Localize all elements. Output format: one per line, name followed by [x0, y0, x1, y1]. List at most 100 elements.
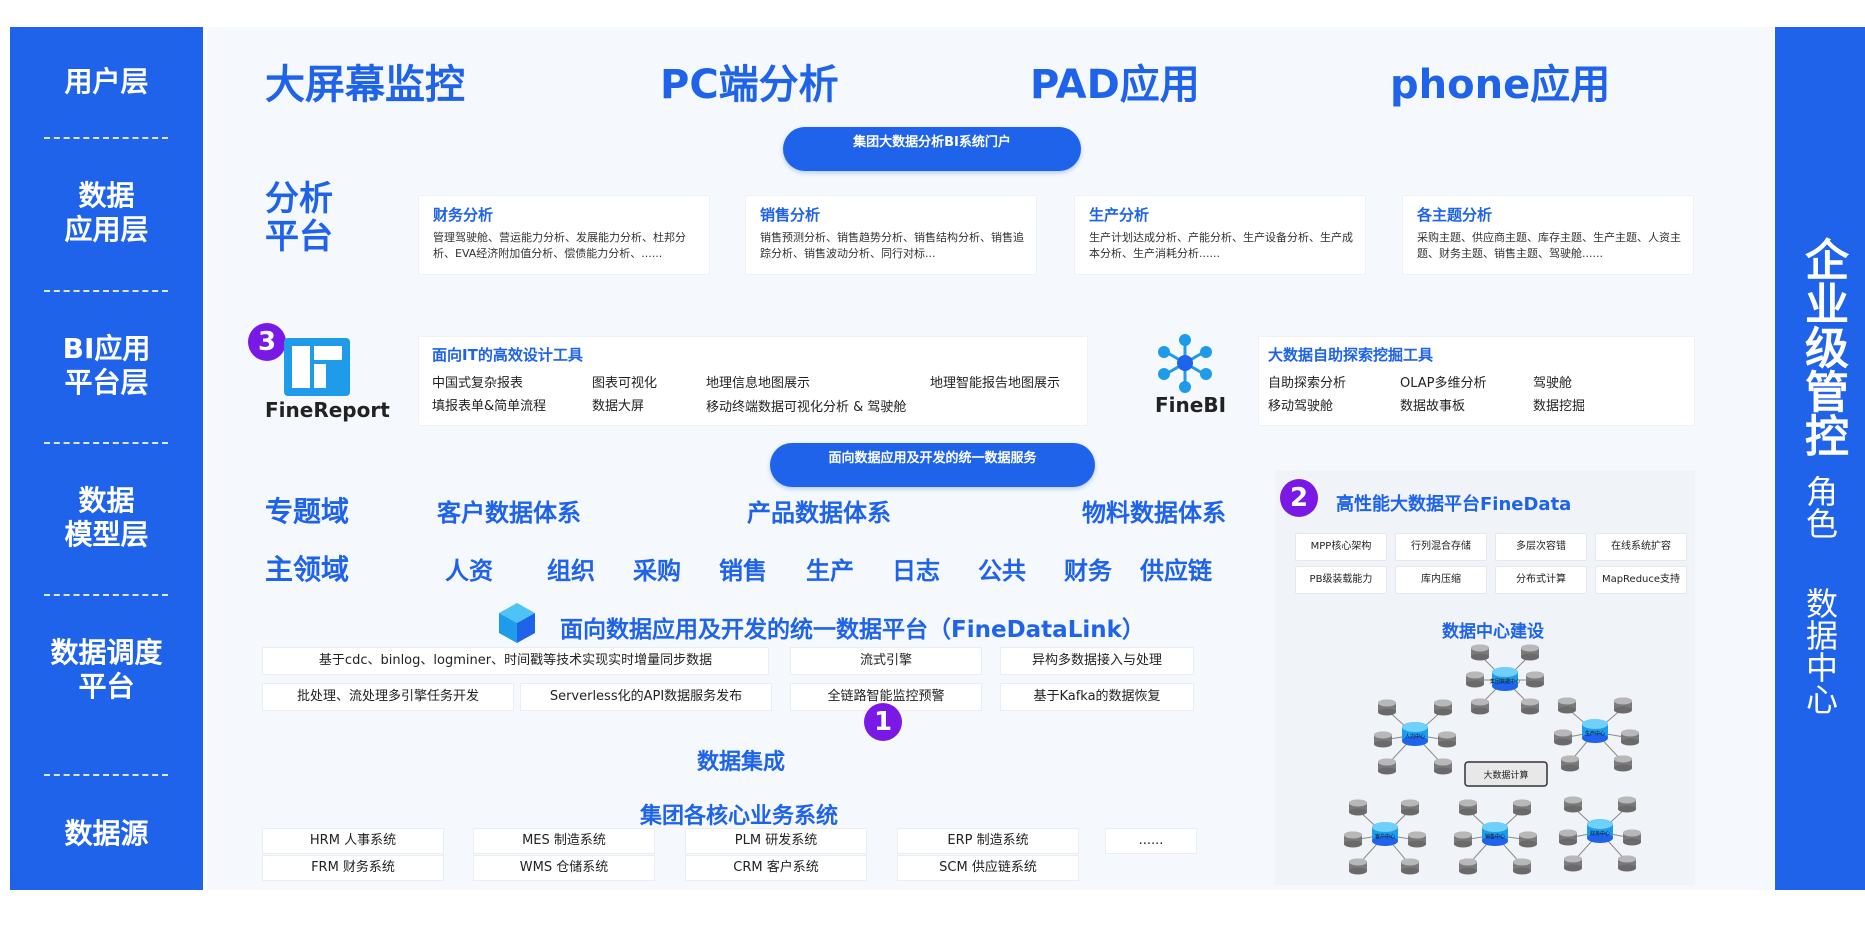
hub-label: 客户中心 [1375, 833, 1395, 840]
user-pc: PC端分析 [660, 62, 839, 108]
finereport-item: 图表可视化 [592, 376, 658, 391]
finebi-item: 数据挖掘 [1533, 399, 1586, 414]
topic-domain-label: 专题域 [265, 495, 350, 528]
finebi-box [1258, 336, 1695, 426]
finereport-title: 面向IT的高效设计工具 [432, 346, 583, 364]
fdl-feature: 流式引擎 [790, 647, 982, 675]
finereport-item: 中国式复杂报表 [432, 376, 524, 391]
finebi-item: 自助探索分析 [1268, 376, 1347, 391]
analysis-label: 分析 平台 [265, 179, 333, 257]
finebi-item: 数据故事板 [1400, 399, 1466, 414]
finedata-title: 高性能大数据平台FineData [1336, 494, 1572, 515]
main-domain-label: 主领域 [265, 553, 350, 586]
finebi-title: 大数据自助探索挖掘工具 [1268, 346, 1434, 364]
finedata-feature: PB级装载能力 [1295, 566, 1387, 594]
divider [44, 594, 168, 596]
source-system: HRM 人事系统 [262, 828, 444, 854]
source-system: ERP 制造系统 [897, 828, 1079, 854]
finebi-item: OLAP多维分析 [1400, 376, 1487, 391]
layer-column: 用户层 数据 应用层 BI应用 平台层 数据 模型层 数据调度 平台 数据源 [10, 27, 203, 890]
layer-data-source: 数据源 [64, 817, 149, 850]
domain-item: 生产 [806, 557, 854, 585]
domain-item: 销售 [719, 557, 767, 585]
fdl-feature: Serverless化的API数据服务发布 [520, 683, 772, 711]
data-integration: 数据集成 [697, 750, 786, 775]
card-title: 销售分析 [760, 206, 821, 224]
hub-label: 财务中心 [1590, 830, 1610, 837]
control-title: 企业级管控 [1797, 237, 1848, 457]
layer-scheduling: 数据调度 平台 [50, 636, 163, 703]
finereport-item: 地理信息地图展示 [706, 376, 811, 391]
source-system: SCM 供应链系统 [897, 855, 1079, 881]
hub-label: 销售中心 [1485, 833, 1505, 840]
finereport-logo-icon [284, 338, 350, 396]
card-desc: 管理驾驶舱、营运能力分析、发展能力分析、杜邦分析、EVA经济附加值分析、偿债能力… [433, 231, 686, 260]
finedata-feature: 行列混合存储 [1395, 533, 1487, 561]
badge-3: 3 [248, 323, 286, 361]
badge-2: 2 [1280, 479, 1318, 517]
finedata-feature: 库内压缩 [1395, 566, 1487, 594]
source-title: 集团各核心业务系统 [640, 804, 839, 829]
domain-item: 日志 [892, 557, 940, 585]
divider [44, 290, 168, 292]
source-system: CRM 客户系统 [685, 855, 867, 881]
card-desc: 采购主题、供应商主题、库存主题、生产主题、人资主题、财务主题、销售主题、驾驶舱.… [1417, 231, 1681, 260]
user-big-screen: 大屏幕监控 [265, 62, 465, 108]
source-system: WMS 仓储系统 [473, 855, 655, 881]
card-title: 财务分析 [433, 206, 494, 224]
dc-title: 数据中心建设 [1442, 622, 1544, 642]
hub-label: 人力中心 [1405, 733, 1425, 740]
analysis-card: 财务分析 管理驾驶舱、营运能力分析、发展能力分析、杜邦分析、EVA经济附加值分析… [418, 195, 710, 275]
source-system: FRM 财务系统 [262, 855, 444, 881]
finebi-item: 移动驾驶舱 [1268, 399, 1334, 414]
card-title: 各主题分析 [1417, 206, 1493, 224]
portal-pill: 集团大数据分析BI系统门户 [783, 127, 1081, 171]
source-system: MES 制造系统 [473, 828, 655, 854]
analysis-card: 各主题分析 采购主题、供应商主题、库存主题、生产主题、人资主题、财务主题、销售主… [1402, 195, 1694, 275]
finereport-item: 填报表单&简单流程 [432, 399, 547, 414]
topic-item: 客户数据体系 [437, 499, 581, 527]
domain-item: 采购 [633, 557, 681, 585]
finebi-logo-icon [1158, 334, 1212, 393]
topic-item: 产品数据体系 [747, 499, 891, 527]
hub-label: 生产中心 [1585, 730, 1605, 737]
divider [44, 137, 168, 139]
control-datacenter: 数据中心 [1801, 587, 1839, 715]
finedata-feature: 多层次容错 [1495, 533, 1587, 561]
fdl-feature: 基于Kafka的数据恢复 [1000, 683, 1194, 711]
compute-box-label: 大数据计算 [1483, 769, 1528, 781]
fdl-feature: 异构多数据接入与处理 [1000, 647, 1194, 675]
layer-bi-platform: BI应用 平台层 [62, 332, 151, 399]
control-role: 角色 [1801, 475, 1839, 539]
user-pad: PAD应用 [1030, 62, 1200, 108]
finedata-feature: MapReduce支持 [1595, 566, 1687, 594]
source-system: ...... [1105, 828, 1197, 854]
finedata-feature: 分布式计算 [1495, 566, 1587, 594]
control-column: 企业级管控 角色 数据中心 [1775, 27, 1865, 890]
datacenter-network-diagram: 集团数据中心 人力中心 生产中心 客户中心 销售中心 财务中心 大数据计算 [1344, 644, 1641, 875]
analysis-card: 销售分析 销售预测分析、销售趋势分析、销售结构分析、销售追踪分析、销售波动分析、… [745, 195, 1037, 275]
analysis-card: 生产分析 生产计划达成分析、产能分析、生产设备分析、生产成本分析、生产消耗分析.… [1074, 195, 1366, 275]
topic-item: 物料数据体系 [1082, 499, 1226, 527]
layer-user: 用户层 [64, 65, 149, 98]
badge-1: 1 [864, 703, 902, 741]
finebi-name: FineBI [1155, 393, 1227, 417]
finedata-feature: MPP核心架构 [1295, 533, 1387, 561]
source-system: PLM 研发系统 [685, 828, 867, 854]
domain-item: 供应链 [1140, 557, 1212, 585]
fdl-feature: 基于cdc、binlog、logminer、时间戳等技术实现实时增量同步数据 [262, 647, 769, 675]
finereport-name: FineReport [265, 398, 390, 422]
finereport-item: 地理智能报告地图展示 [930, 376, 1061, 391]
domain-item: 财务 [1064, 557, 1112, 585]
finedatalink-cube-icon [499, 603, 535, 643]
divider [44, 774, 168, 776]
finebi-item: 驾驶舱 [1533, 376, 1573, 391]
service-pill: 面向数据应用及开发的统一数据服务 [770, 443, 1095, 487]
finedata-feature: 在线系统扩容 [1595, 533, 1687, 561]
card-title: 生产分析 [1089, 206, 1150, 224]
hub-label: 集团数据中心 [1490, 678, 1520, 685]
domain-item: 人资 [445, 557, 493, 585]
domain-item: 组织 [547, 557, 595, 585]
fdl-title: 面向数据应用及开发的统一数据平台（FineDataLink） [560, 617, 1145, 643]
domain-item: 公共 [978, 557, 1026, 585]
